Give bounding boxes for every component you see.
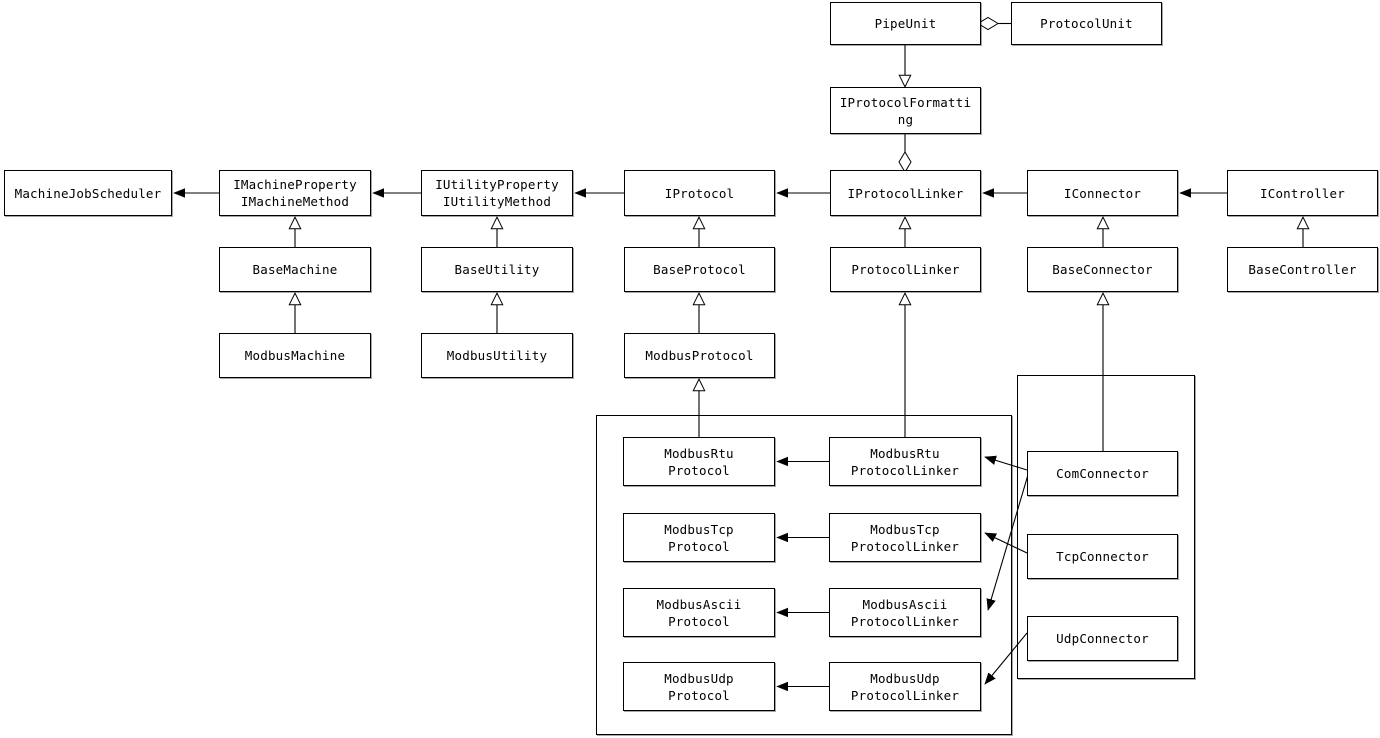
class-node-modbusasciiprotocollinker[interactable]: ModbusAscii ProtocolLinker [829,588,981,637]
class-node-iprotocolformatting[interactable]: IProtocolFormatti ng [830,87,981,134]
class-node-udpconnector[interactable]: UdpConnector [1027,616,1178,661]
class-node-protocolunit[interactable]: ProtocolUnit [1011,2,1162,45]
class-node-baseutility[interactable]: BaseUtility [421,247,573,292]
class-node-protocollinker[interactable]: ProtocolLinker [830,247,981,292]
class-node-modbusasciiprotocol[interactable]: ModbusAscii Protocol [623,588,775,637]
class-node-basemachine[interactable]: BaseMachine [219,247,371,292]
class-node-icontroller[interactable]: IController [1227,170,1378,216]
class-node-modbusudpprotocol[interactable]: ModbusUdp Protocol [623,662,775,711]
class-node-iconnector[interactable]: IConnector [1027,170,1178,216]
class-node-iutilityproperty[interactable]: IUtilityProperty IUtilityMethod [421,170,573,216]
class-node-modbustcpprotocol[interactable]: ModbusTcp Protocol [623,513,775,562]
class-node-modbusudpprotocollinker[interactable]: ModbusUdp ProtocolLinker [829,662,981,711]
class-node-imachineproperty[interactable]: IMachineProperty IMachineMethod [219,170,371,216]
class-node-modbusutility[interactable]: ModbusUtility [421,333,573,378]
class-node-comconnector[interactable]: ComConnector [1027,451,1178,496]
class-node-baseconnector[interactable]: BaseConnector [1027,247,1178,292]
class-node-baseprotocol[interactable]: BaseProtocol [624,247,775,292]
class-node-modbustcpprotocollinker[interactable]: ModbusTcp ProtocolLinker [829,513,981,562]
class-node-modbusrtuprotocol[interactable]: ModbusRtu Protocol [623,437,775,486]
class-node-modbusmachine[interactable]: ModbusMachine [219,333,371,378]
class-node-modbusrtuprotocollinker[interactable]: ModbusRtu ProtocolLinker [829,437,981,486]
class-node-basecontroller[interactable]: BaseController [1227,247,1378,292]
class-node-tcpconnector[interactable]: TcpConnector [1027,534,1178,579]
class-node-iprotocol[interactable]: IProtocol [624,170,775,216]
class-node-pipeunit[interactable]: PipeUnit [830,2,981,45]
class-node-machinejobscheduler[interactable]: MachineJobScheduler [4,170,172,216]
class-node-modbusprotocol[interactable]: ModbusProtocol [624,333,775,378]
class-node-iprotocollinker[interactable]: IProtocolLinker [830,170,981,216]
